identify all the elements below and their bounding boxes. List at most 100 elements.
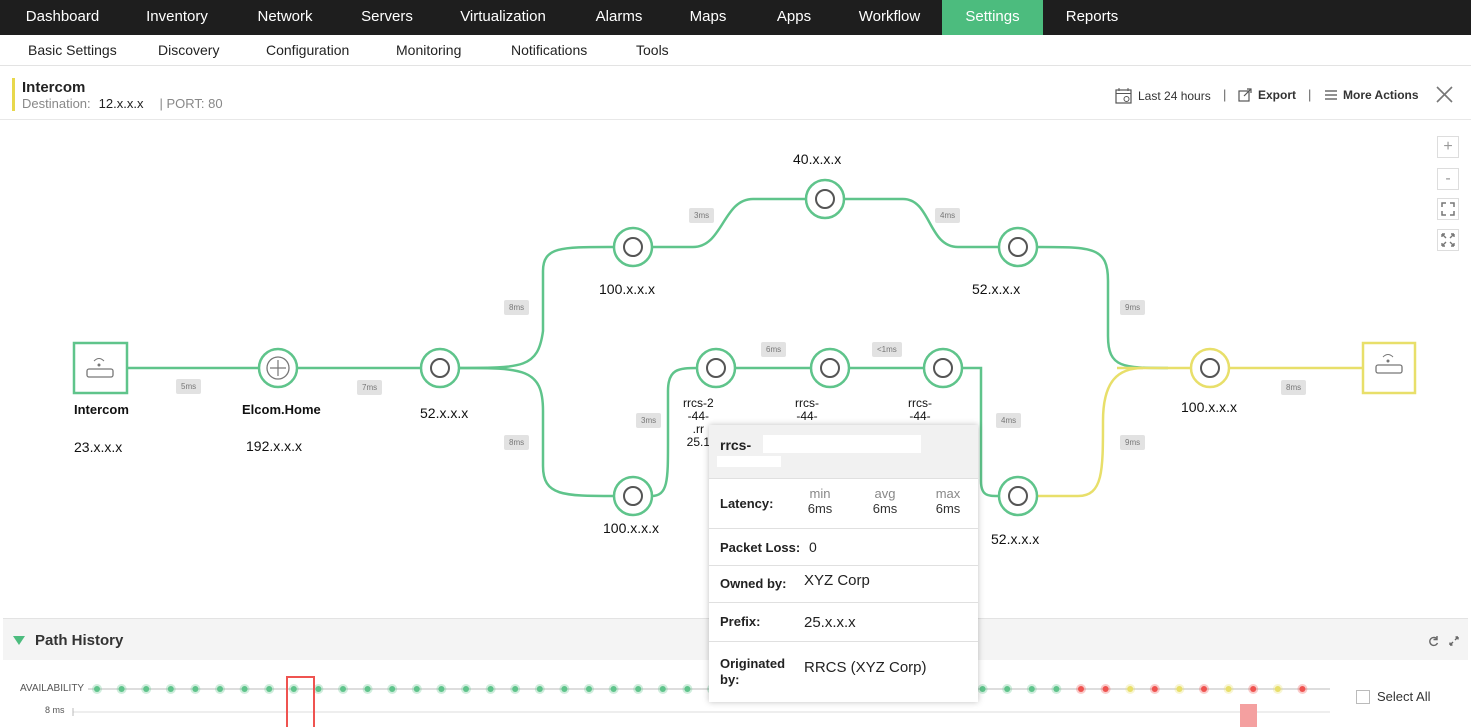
prefix-value: 25.x.x.x: [804, 614, 856, 631]
latency-label: 4ms: [935, 208, 961, 223]
nav-apps[interactable]: Apps: [776, 8, 812, 25]
export-button[interactable]: Export: [1238, 88, 1296, 102]
collapse-triangle-icon[interactable]: [13, 636, 25, 645]
prefix-row: Prefix: 25.x.x.x: [709, 603, 978, 642]
originated-by-value: RRCS (XYZ Corp): [804, 659, 927, 676]
hop-node-inner: [623, 237, 643, 257]
checkbox[interactable]: [1356, 689, 1370, 704]
max-value: 6ms: [935, 501, 961, 516]
destination-label: Destination:: [22, 96, 91, 111]
latency-axis-label: 8 ms: [45, 705, 65, 715]
hop-node-inner: [623, 486, 643, 506]
time-range-button[interactable]: Last 24 hours: [1115, 88, 1211, 104]
hop-ip: 100.x.x.x: [599, 281, 656, 297]
hop-node-inner: [1008, 237, 1028, 257]
subnav-configuration[interactable]: Configuration: [266, 42, 350, 58]
availability-dot: [241, 686, 248, 692]
subnav-basic-settings[interactable]: Basic Settings: [28, 42, 117, 58]
nav-network[interactable]: Network: [257, 8, 313, 25]
nav-dashboard[interactable]: Dashboard: [25, 8, 100, 25]
zoom-in-button[interactable]: +: [1437, 136, 1459, 158]
latency-label: 6ms: [761, 342, 787, 357]
availability-dot: [413, 686, 420, 692]
latency-label: 8ms: [504, 435, 530, 450]
more-actions-button[interactable]: More Actions: [1325, 88, 1419, 102]
availability-dot: [1053, 686, 1060, 692]
tooltip-hop-name: rrcs-: [720, 437, 752, 453]
destination-info: Destination: 12.x.x.x | PORT: 80: [22, 96, 223, 111]
more-actions-label: More Actions: [1343, 88, 1419, 102]
link-upper-top: [651, 197, 810, 249]
fullscreen-button[interactable]: [1437, 229, 1459, 251]
availability-dot: [1102, 686, 1109, 692]
latency-label: 3ms: [636, 413, 662, 428]
destination-value: 12.x.x.x: [98, 96, 144, 111]
avg-value: 6ms: [872, 501, 898, 516]
nav-workflow[interactable]: Workflow: [858, 8, 921, 25]
nav-maps[interactable]: Maps: [689, 8, 727, 25]
hop-ip: 100.x.x.x: [603, 520, 660, 536]
subnav-tools[interactable]: Tools: [636, 42, 669, 58]
availability-dot: [1201, 686, 1207, 692]
nav-virtualization[interactable]: Virtualization: [460, 8, 546, 25]
hop-node-inner: [1008, 486, 1028, 506]
nav-inventory[interactable]: Inventory: [146, 8, 208, 25]
availability-dot: [684, 686, 691, 692]
refresh-icon[interactable]: [1428, 636, 1439, 647]
subnav-notifications[interactable]: Notifications: [511, 42, 588, 58]
fit-screen-button[interactable]: [1437, 198, 1459, 220]
originated-by-row: Originated by: RRCS (XYZ Corp): [709, 642, 978, 700]
hop-node-inner: [815, 189, 835, 209]
owned-by-row: Owned by: XYZ Corp: [709, 566, 978, 603]
availability-timeline[interactable]: [0, 672, 1350, 727]
top-navigation: Dashboard Inventory Network Servers Virt…: [0, 0, 1471, 35]
router-icon: [72, 341, 129, 395]
availability-dot: [1151, 686, 1158, 692]
availability-dot: [290, 686, 297, 692]
subnav-monitoring[interactable]: Monitoring: [396, 42, 462, 58]
path-graph: [72, 178, 1417, 517]
nav-settings[interactable]: Settings: [942, 0, 1043, 35]
packet-loss-row: Packet Loss: 0: [709, 529, 978, 566]
close-icon[interactable]: [1436, 86, 1453, 103]
availability-dot: [586, 686, 592, 692]
select-all-checkbox[interactable]: Select All: [1356, 689, 1430, 704]
expand-icon[interactable]: [1449, 636, 1459, 646]
router-icon: [1361, 341, 1417, 395]
availability-dot: [1028, 686, 1035, 692]
gateway-ip: 192.x.x.x: [246, 438, 303, 454]
subnav-discovery[interactable]: Discovery: [158, 42, 220, 58]
availability-dot: [561, 686, 568, 692]
page-header: Intercom Destination:12.x.x.x| PORT: 80 …: [0, 76, 1471, 120]
hop-hostname: rrcs- -44-: [908, 396, 932, 423]
owned-by-value: XYZ Corp: [804, 572, 870, 589]
availability-dot: [536, 686, 543, 692]
availability-dot: [438, 686, 445, 692]
port-text: | PORT: 80: [159, 96, 223, 111]
availability-dot: [463, 686, 469, 692]
nav-alarms[interactable]: Alarms: [595, 8, 643, 25]
gateway-name: Elcom.Home: [242, 402, 321, 417]
latency-label: 8ms: [504, 300, 530, 315]
min-label: min: [809, 486, 831, 501]
hop-ip: 100.x.x.x: [1181, 399, 1238, 415]
redacted-block: [717, 456, 781, 467]
hop-ip: 52.x.x.x: [991, 531, 1040, 547]
link-mid-lowerright: [734, 366, 999, 498]
availability-dot: [487, 686, 494, 692]
availability-dot: [1299, 686, 1306, 692]
export-icon: [1238, 88, 1252, 102]
nav-servers[interactable]: Servers: [361, 8, 413, 25]
hop-hostname: rrcs-2 -44- .rr 25.1: [683, 396, 714, 449]
availability-dot: [364, 686, 371, 692]
zoom-out-button[interactable]: -: [1437, 168, 1459, 190]
availability-dot: [94, 686, 100, 692]
min-value: 6ms: [807, 501, 833, 516]
availability-dot: [512, 686, 519, 692]
availability-dot: [315, 686, 322, 692]
divider: |: [1308, 87, 1312, 102]
fit-icon: [1441, 202, 1455, 216]
nav-reports[interactable]: Reports: [1065, 8, 1119, 25]
